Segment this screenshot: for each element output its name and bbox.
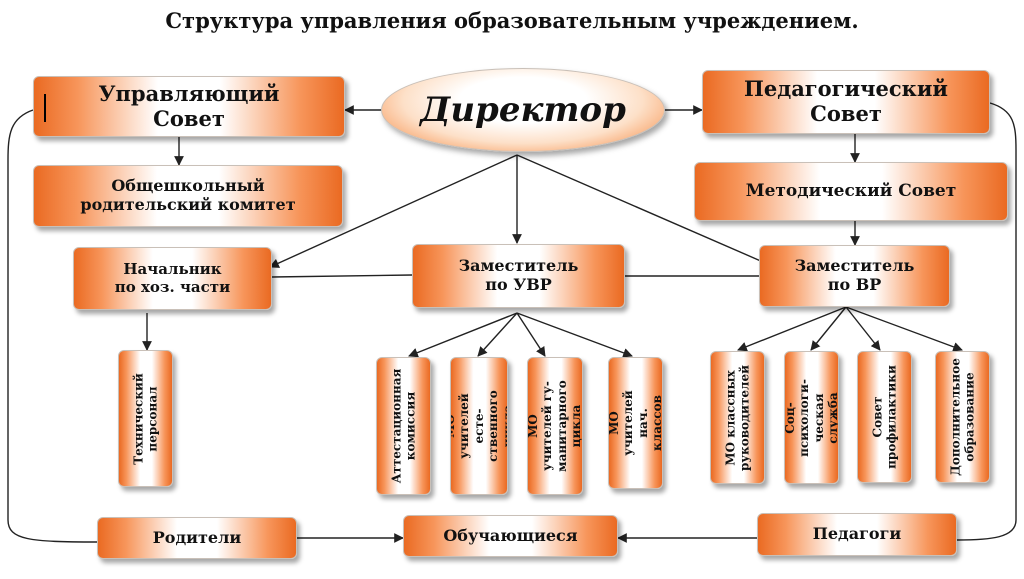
node-parent-committee: Общешкольный родительский комитет [33, 165, 343, 227]
node-additional-education-label: Дополнительное образование [948, 358, 977, 476]
arrow-vr-social-psych [810, 306, 847, 351]
node-deputy-uvr-label: Заместитель по УВР [458, 256, 579, 294]
diagram-title: Структура управления образовательным учр… [165, 8, 859, 33]
node-parents: Родители [97, 517, 297, 559]
node-prevention-council-label: Совет профилактики [870, 365, 899, 469]
node-prevention-council: Совет профилактики [857, 351, 912, 483]
node-mo-class-teachers: МО классных руководителей [710, 351, 765, 484]
node-deputy-uvr: Заместитель по УВР [412, 244, 625, 308]
arrow-uvr-attestation [408, 312, 518, 358]
arrow-director-deputy-vr [516, 154, 771, 266]
node-teachers: Педагоги [757, 513, 957, 556]
node-teachers-label: Педагоги [812, 524, 902, 544]
arrow-director-household [269, 154, 518, 268]
node-attestation-commission-label: Аттестационная комиссия [389, 368, 418, 484]
node-governing-council-label: Управляющий Совет [98, 80, 280, 131]
node-director: Директор [381, 68, 665, 152]
node-students: Обучающиеся [403, 515, 618, 557]
text-cursor-mark [44, 94, 46, 122]
node-attestation-commission: Аттестационная комиссия [376, 357, 431, 495]
node-students-label: Обучающиеся [443, 525, 578, 545]
node-deputy-vr: Заместитель по ВР [759, 245, 950, 307]
node-additional-education: Дополнительное образование [935, 351, 990, 483]
loop-pedagogical-teachers [956, 102, 1017, 541]
node-deputy-vr-label: Заместитель по ВР [794, 256, 915, 294]
node-technical-staff: Технический персонал [118, 350, 173, 487]
arrow-uvr-primary [516, 312, 633, 358]
node-mo-natural-science-label: МО учителей есте- ственного цикла [450, 390, 508, 462]
node-governing-council: Управляющий Совет [33, 76, 345, 137]
node-pedagogical-council-label: Педагогический Совет [744, 76, 948, 126]
node-director-label: Директор [420, 90, 626, 130]
line-household-uvr [271, 274, 413, 278]
node-methodical-council-label: Методический Совет [745, 181, 957, 202]
node-methodical-council: Методический Совет [694, 162, 1008, 221]
node-social-psych-service-label: Соц-психологи- ческая служба [784, 378, 839, 457]
arrow-uvr-humanities [516, 312, 546, 357]
arrow-vr-prevention [845, 306, 881, 351]
node-mo-primary: МО учителей нач. классов [608, 357, 663, 489]
arrow-vr-additional [845, 306, 963, 352]
node-mo-humanities: МО учителей гу- манитарного цикла [527, 357, 583, 495]
arrow-uvr-natural [477, 312, 518, 357]
node-technical-staff-label: Технический персонал [131, 372, 160, 465]
node-pedagogical-council: Педагогический Совет [702, 70, 990, 134]
node-mo-natural-science: МО учителей есте- ственного цикла [450, 357, 508, 495]
node-social-psych-service: Соц-психологи- ческая служба [784, 351, 839, 484]
node-parents-label: Родители [152, 527, 242, 547]
arrow-vr-class-teachers [737, 306, 847, 352]
node-head-household: Начальник по хоз. части [73, 247, 272, 310]
node-mo-primary-label: МО учителей нач. классов [608, 390, 663, 456]
node-parent-committee-label: Общешкольный родительский комитет [80, 176, 296, 214]
node-mo-class-teachers-label: МО классных руководителей [723, 364, 752, 471]
loop-governing-parents [7, 109, 98, 543]
node-head-household-label: Начальник по хоз. части [114, 259, 231, 296]
node-mo-humanities-label: МО учителей гу- манитарного цикла [527, 380, 583, 472]
